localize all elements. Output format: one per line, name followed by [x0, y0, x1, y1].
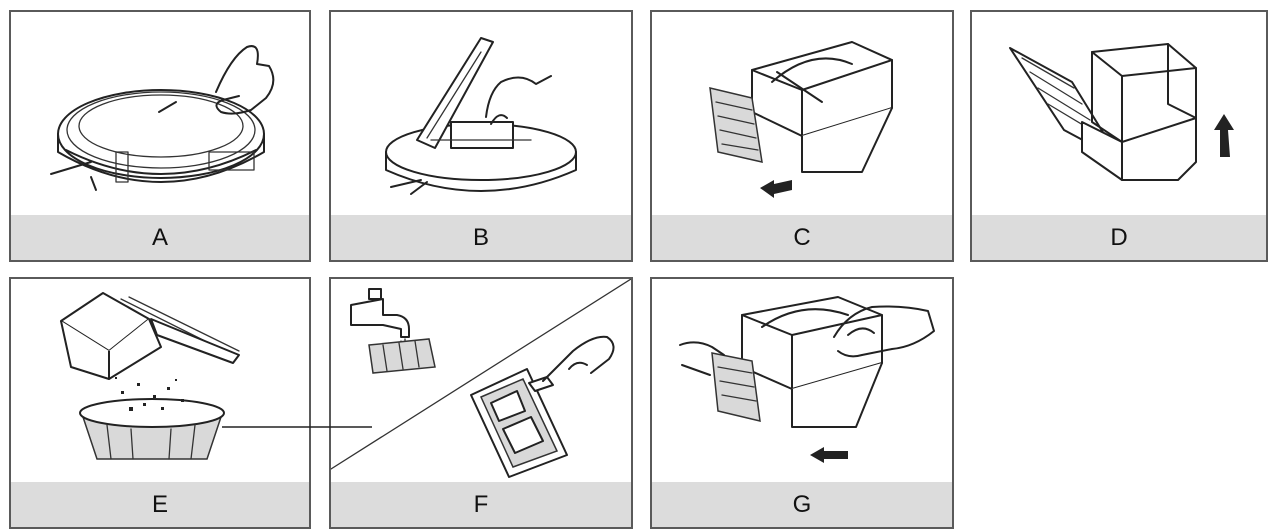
caption-f: F [331, 482, 631, 527]
panel-a: A [9, 10, 311, 262]
empty-bin-into-trash-icon [60, 292, 240, 460]
caption-g: G [652, 482, 952, 527]
dust-bin-open-lid-icon [1009, 43, 1234, 181]
dust-bin-filter-removal-icon [709, 41, 893, 198]
panel-c: C [650, 10, 954, 262]
panel-f: F [329, 277, 633, 529]
rinse-and-brush-filter-icon [331, 279, 631, 478]
panel-d: D [970, 10, 1268, 262]
panel-e: E [9, 277, 311, 529]
caption-e: E [11, 482, 309, 527]
reinsert-filter-icon [679, 296, 935, 463]
caption-c: C [652, 215, 952, 260]
open-lid-remove-bin-icon [385, 37, 577, 195]
robot-vacuum-top-cover-icon [50, 45, 275, 191]
caption-b: B [331, 215, 631, 260]
panel-b: B [329, 10, 633, 262]
caption-a: A [11, 215, 309, 260]
caption-d: D [972, 215, 1266, 260]
panel-g: G [650, 277, 954, 529]
